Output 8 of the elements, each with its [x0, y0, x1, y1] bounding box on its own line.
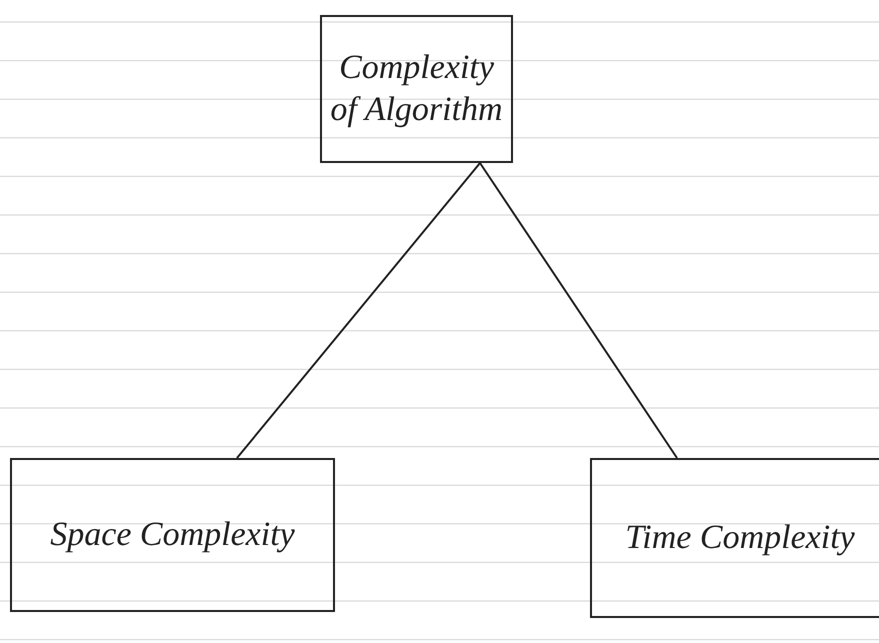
text-box [590, 458, 879, 618]
node-label: Complexity of Algorithm [329, 48, 504, 130]
connector-line [479, 162, 678, 459]
node-label: Space Complexity [50, 514, 295, 555]
text-box [320, 15, 513, 163]
node-label: Time Complexity [625, 518, 855, 558]
connector-line [236, 162, 481, 459]
text-box [10, 458, 335, 612]
